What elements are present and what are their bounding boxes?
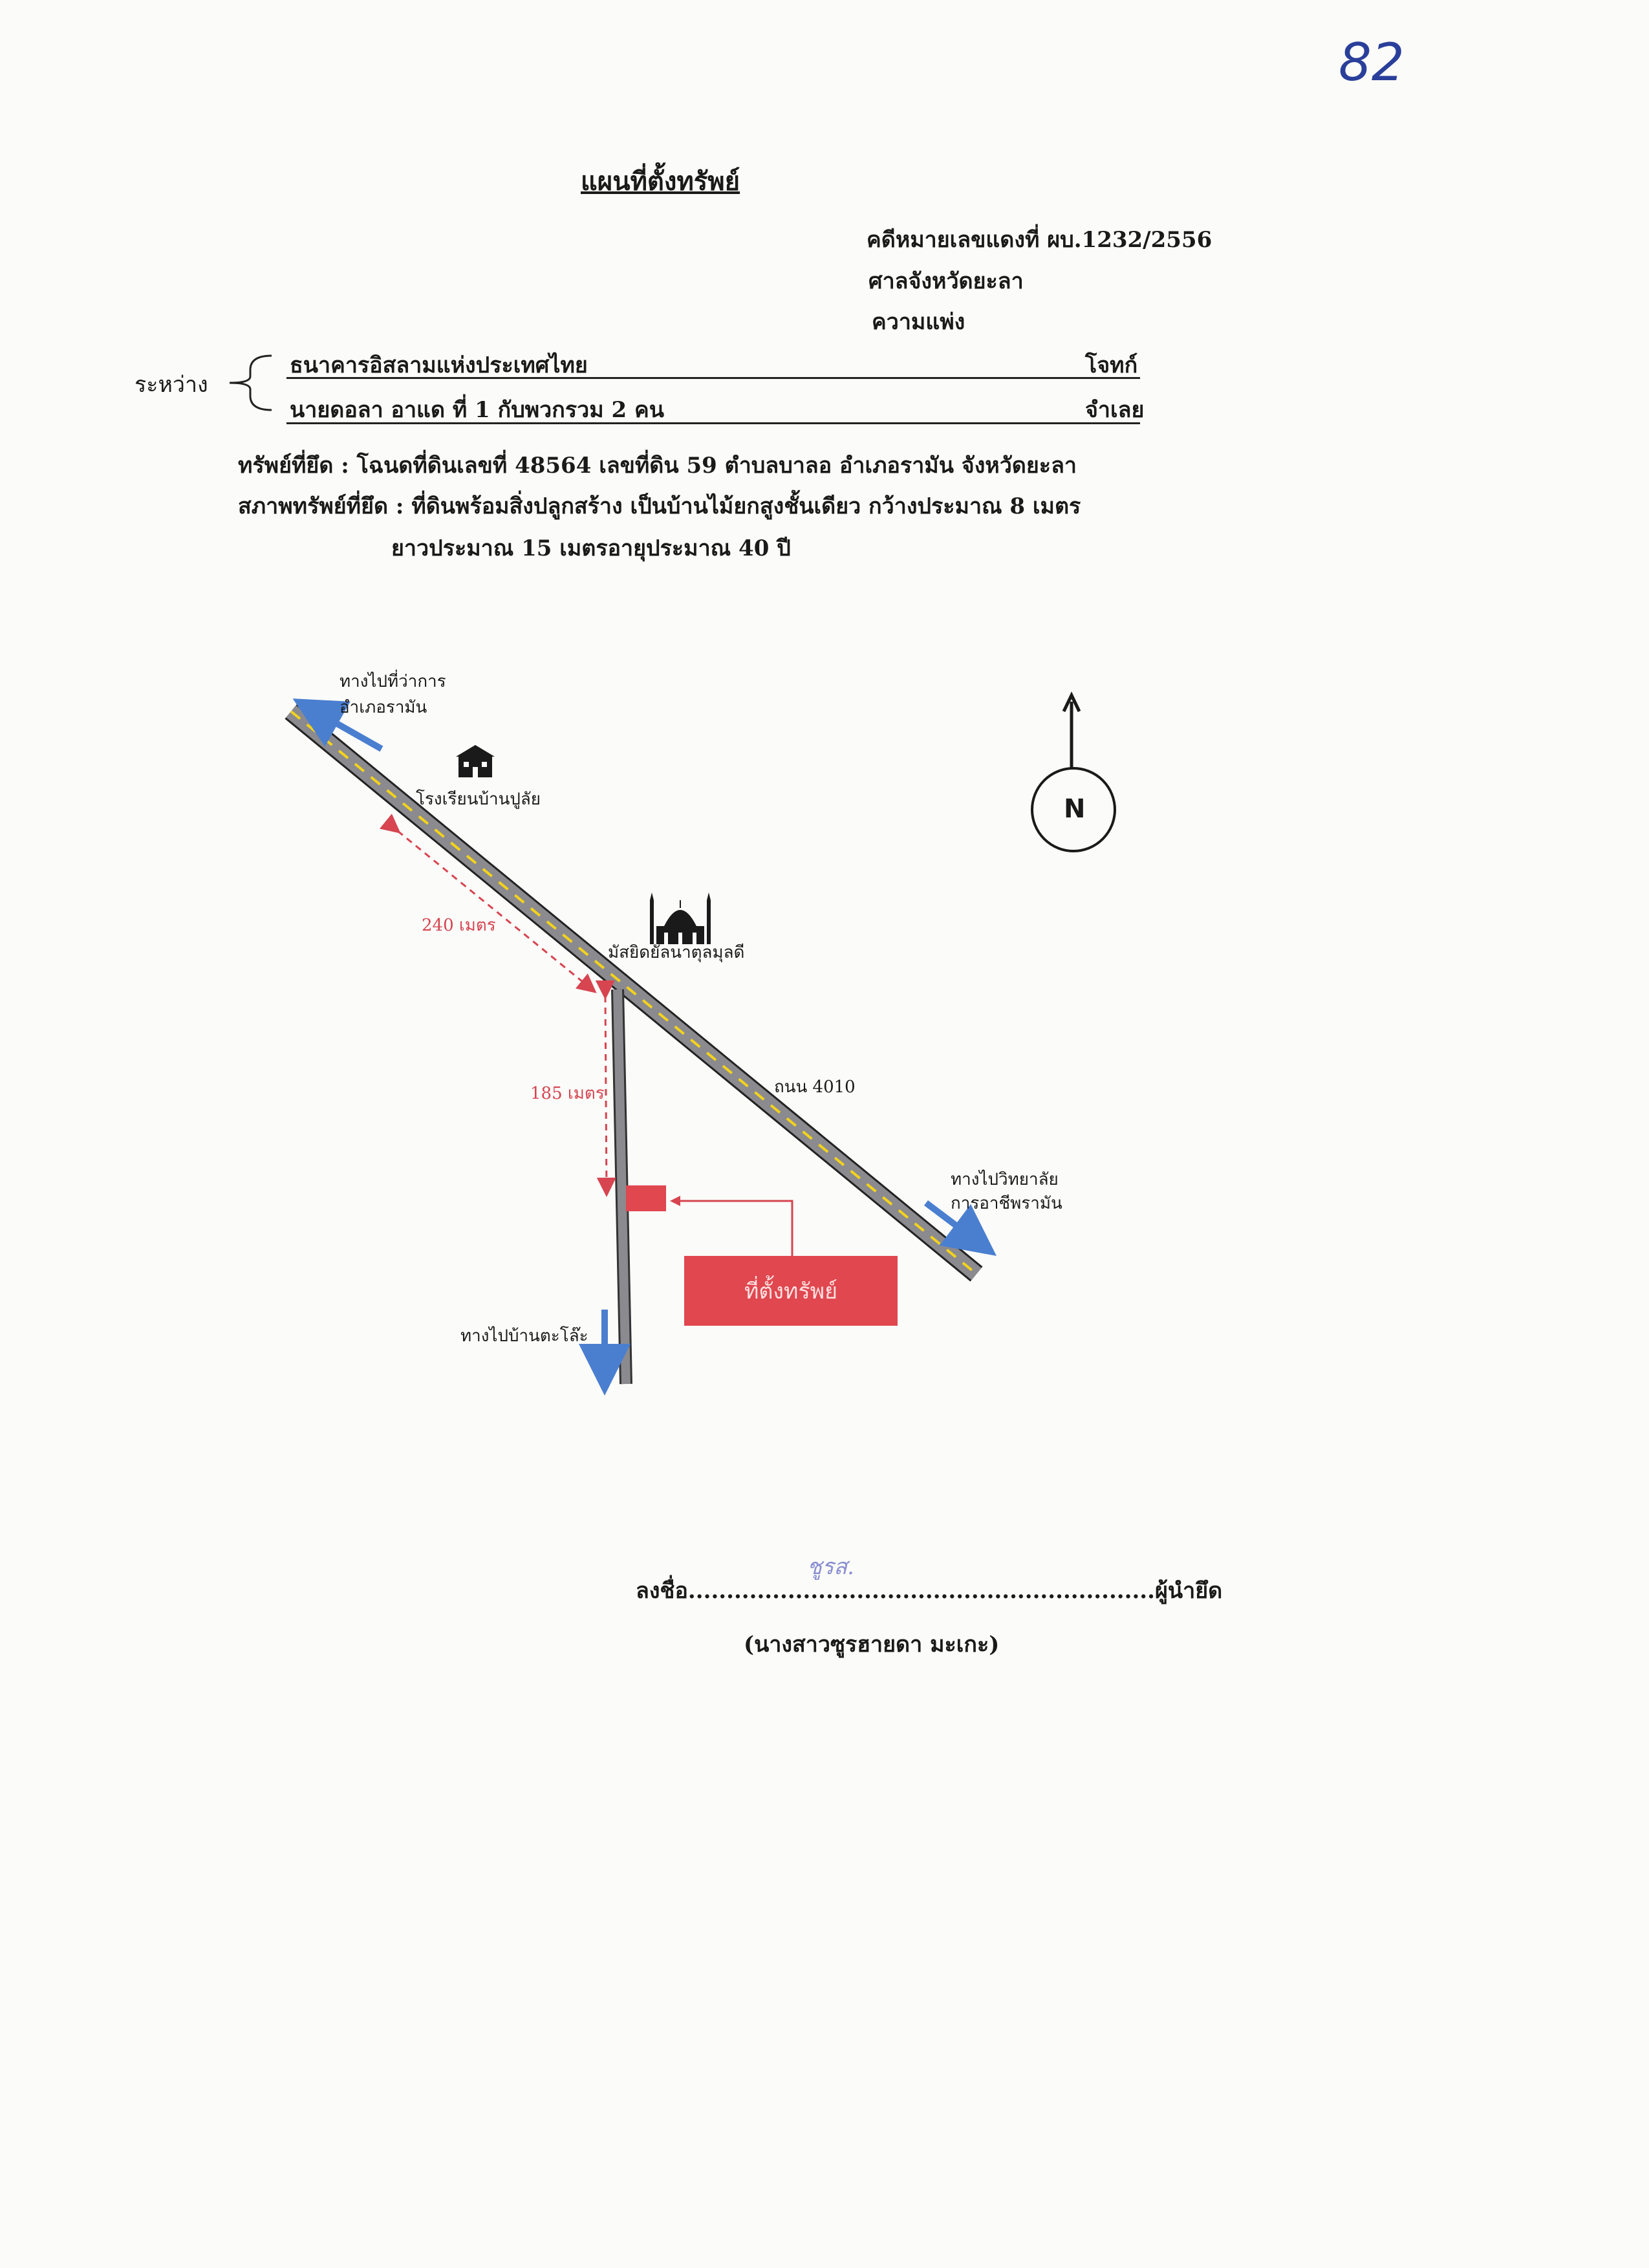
label-distance-240: 240 เมตร bbox=[422, 916, 496, 935]
between-label: ระหว่าง bbox=[135, 372, 208, 398]
parties-brace bbox=[229, 354, 272, 411]
property-condition-1: สภาพทรัพย์ที่ยึด : ที่ดินพร้อมสิ่งปลูกสร… bbox=[238, 493, 1081, 519]
distance-240-arrow bbox=[379, 814, 597, 993]
defendant-name: นายดอลา อาแด ที่ 1 กับพวกรวม 2 คน bbox=[290, 397, 664, 423]
north-label: N bbox=[1064, 794, 1086, 824]
school-icon bbox=[456, 745, 495, 777]
side-road bbox=[611, 989, 632, 1385]
plaintiff-name: ธนาคารอิสลามแห่งประเทศไทย bbox=[290, 352, 588, 378]
signature-line: ลงชื่อ..................................… bbox=[636, 1578, 1223, 1604]
label-to-district-office-1: ทางไปที่ว่าการ bbox=[339, 672, 446, 691]
label-distance-185: 185 เมตร bbox=[530, 1084, 605, 1103]
plaintiff-role: โจทก์ bbox=[1085, 352, 1138, 378]
label-road: ถนน 4010 bbox=[774, 1077, 856, 1097]
road-4010 bbox=[285, 704, 983, 1282]
north-indicator bbox=[1031, 691, 1116, 852]
document-title: แผนที่ตั้งทรัพย์ bbox=[581, 166, 740, 197]
signature-scribble: ชูรส. bbox=[807, 1554, 854, 1580]
label-school: โรงเรียนบ้านปูลัย bbox=[416, 790, 541, 809]
property-location-box: ที่ตั้งทรัพย์ bbox=[684, 1256, 898, 1326]
page-number: 82 bbox=[1339, 32, 1405, 92]
label-to-district-office-2: อำเภอรามัน bbox=[339, 698, 427, 717]
label-to-college-1: ทางไปวิทยาลัย bbox=[951, 1170, 1059, 1189]
seized-property: ทรัพย์ที่ยึด : โฉนดที่ดินเลขที่ 48564 เล… bbox=[238, 453, 1077, 479]
signer-name: (นางสาวซูรฮายดา มะเกะ) bbox=[744, 1632, 1000, 1658]
defendant-role: จำเลย bbox=[1085, 397, 1145, 423]
plaintiff-underline bbox=[286, 377, 1140, 379]
defendant-underline bbox=[286, 422, 1140, 424]
property-pointer bbox=[678, 1200, 793, 1256]
label-mosque: มัสยิดยัลนาตุลมุลดี bbox=[608, 943, 745, 962]
label-to-village: ทางไปบ้านตะโล๊ะ bbox=[460, 1326, 588, 1346]
property-location-label: ที่ตั้งทรัพย์ bbox=[744, 1279, 838, 1304]
arrow-to-district-office bbox=[292, 698, 383, 752]
mosque-icon bbox=[650, 892, 711, 944]
arrow-to-college bbox=[923, 1200, 997, 1257]
property-condition-2: ยาวประมาณ 15 เมตรอายุประมาณ 40 ปี bbox=[391, 535, 791, 561]
label-to-college-2: การอาชีพรามัน bbox=[951, 1194, 1062, 1213]
case-number: คดีหมายเลขแดงที่ ผบ.1232/2556 bbox=[867, 227, 1212, 253]
court-name: ศาลจังหวัดยะลา bbox=[868, 268, 1024, 294]
property-marker bbox=[626, 1185, 666, 1211]
distance-185-arrow bbox=[595, 980, 616, 1197]
case-type: ความแพ่ง bbox=[872, 309, 965, 335]
